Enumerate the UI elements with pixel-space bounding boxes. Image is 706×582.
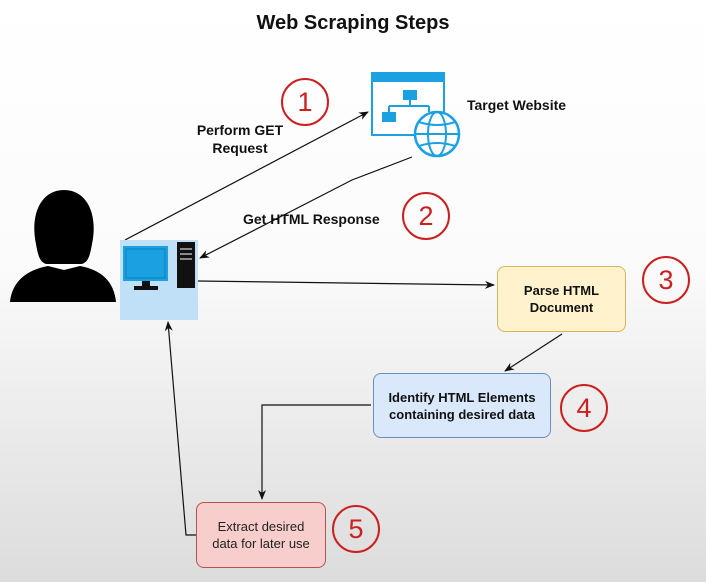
website-sitemap-globe-icon: [371, 72, 461, 158]
extract-data-text: Extract desired data for later use: [212, 519, 310, 551]
step-1-badge: 1: [281, 78, 329, 126]
target-website-label: Target Website: [467, 97, 567, 113]
get-html-response-label: Get HTML Response: [243, 211, 380, 227]
arrow-get-request: [124, 111, 369, 241]
arrow-to-extract: [258, 404, 371, 500]
step-3-badge: 3: [642, 256, 690, 304]
user-silhouette-icon: [10, 190, 116, 302]
step-4-badge: 4: [560, 384, 608, 432]
identify-elements-box: Identify HTML Elements containing desire…: [373, 373, 551, 438]
arrow-to-parse: [197, 280, 495, 289]
extract-data-box: Extract desired data for later use: [196, 502, 326, 568]
arrow-to-identify: [504, 333, 563, 372]
arrow-back-to-computer: [164, 321, 196, 536]
step-2-badge: 2: [402, 192, 450, 240]
parse-html-box: Parse HTML Document: [497, 266, 626, 332]
parse-html-text: Parse HTML Document: [523, 283, 600, 315]
diagram-title: Web Scraping Steps: [256, 12, 450, 34]
desktop-computer-icon: [120, 240, 198, 320]
perform-get-label: Perform GET Request: [196, 122, 284, 156]
step-5-badge: 5: [332, 505, 380, 553]
arrow-html-response: [199, 156, 413, 259]
identify-elements-text: Identify HTML Elements containing desire…: [388, 389, 536, 422]
